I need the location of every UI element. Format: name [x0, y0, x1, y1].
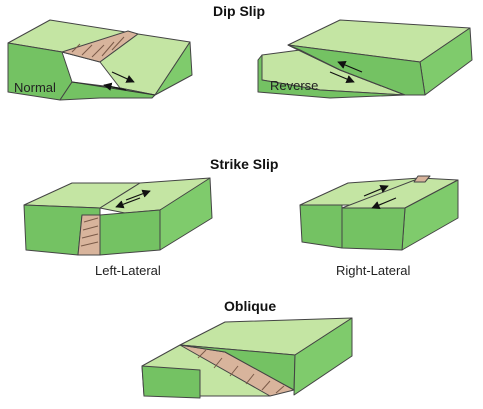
dip-slip-heading: Dip Slip: [213, 3, 266, 19]
reverse-fault-block: [257, 19, 473, 99]
normal-plane-hatching: [71, 36, 125, 58]
left-lateral-label: Left-Lateral: [95, 263, 161, 278]
normal-fault-block: [7, 19, 193, 101]
normal-fault-label: Normal: [14, 80, 56, 95]
right-lateral-block: [299, 175, 459, 251]
right-lateral-fault-plane: [413, 175, 431, 183]
oblique-fault-block: [141, 317, 353, 399]
left-lateral-hatching: [80, 217, 99, 247]
left-lateral-block: [23, 177, 213, 256]
oblique-heading: Oblique: [224, 298, 277, 314]
oblique-plane-hatching: [197, 349, 285, 394]
right-lateral-label: Right-Lateral: [336, 263, 411, 278]
reverse-fault-plane: [287, 44, 406, 96]
reverse-fault-label: Reverse: [270, 78, 319, 93]
strike-slip-heading: Strike Slip: [210, 156, 279, 172]
